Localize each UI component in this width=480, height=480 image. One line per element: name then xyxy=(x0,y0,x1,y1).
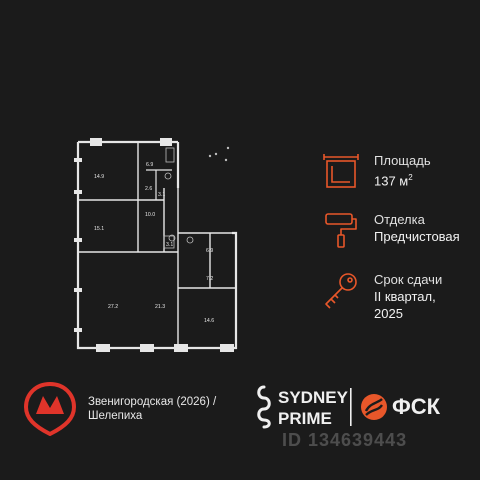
room-area: 14.6 xyxy=(204,318,214,324)
fsk-text: ФСК xyxy=(392,394,441,419)
room-area: 3.1 xyxy=(158,192,165,198)
fsk-emblem-icon xyxy=(361,394,387,420)
room-area: 10.0 xyxy=(145,212,155,218)
deadline-label: Срок сдачи xyxy=(374,272,443,287)
area-label: Площадь xyxy=(374,153,431,168)
metro-line1: Звенигородская (2026) / xyxy=(88,396,217,408)
finish-label: Отделка xyxy=(374,212,425,227)
room-area: 2.6 xyxy=(145,186,152,192)
room-area: 15.1 xyxy=(94,226,104,232)
floor-plan: 14.9 6.9 2.6 3.1 10.0 15.1 3.1 6.9 7.2 2… xyxy=(74,138,238,352)
room-area: 6.9 xyxy=(146,162,153,168)
deadline-info: Срок сдачи II квартал, 2025 xyxy=(322,271,442,321)
metro-station: Звенигородская (2026) / Шелепиха xyxy=(88,395,216,423)
room-area: 7.2 xyxy=(206,276,213,282)
sydney-line2: PRIME xyxy=(278,409,332,428)
room-area: 3.1 xyxy=(166,242,173,248)
room-area: 14.9 xyxy=(94,174,104,180)
finish-info: Отделка Предчистовая xyxy=(322,211,460,249)
deadline-value-line2: 2025 xyxy=(374,306,403,321)
finish-value: Предчистовая xyxy=(374,229,460,244)
key-icon xyxy=(325,273,357,309)
metro-icon xyxy=(23,381,77,436)
room-area: 27.2 xyxy=(108,304,118,310)
fsk-logo: ФСК xyxy=(360,393,440,421)
area-icon xyxy=(323,154,359,188)
paint-roller-icon xyxy=(325,213,357,248)
sydney-prime-logo: SYDNEY PRIME xyxy=(257,385,352,429)
area-info: Площадь 137 м2 xyxy=(322,152,431,190)
room-area: 21.3 xyxy=(155,304,165,310)
room-area: 6.9 xyxy=(206,248,213,254)
metro-line2: Шелепиха xyxy=(88,410,143,422)
watermark: ID 134639443 xyxy=(282,430,408,450)
area-value: 137 м2 xyxy=(374,173,413,189)
sydney-line1: SYDNEY xyxy=(278,388,349,407)
deadline-value-line1: II квартал, xyxy=(374,289,436,304)
